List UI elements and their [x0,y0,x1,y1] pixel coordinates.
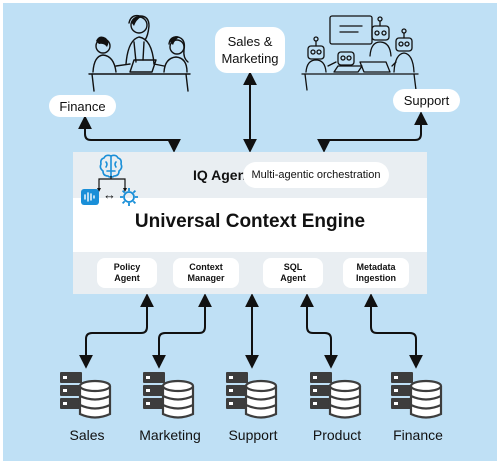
database-server-icon [60,372,112,419]
data-source-label: Support [228,427,278,443]
sales-source-connector [79,293,154,369]
sales-marketing-node: Sales & Marketing [215,27,285,73]
finance-source-connector [364,293,423,369]
finance-connector [78,115,181,153]
support-node: Support [393,89,460,112]
data-source-label: Product [312,427,362,443]
data-source-label: Finance [393,427,443,443]
database-server-icon [143,372,195,419]
audio-wave-icon [81,189,99,205]
database-server-icon [310,372,362,419]
marketing-source-connector [152,293,212,369]
flow-lines [97,176,127,192]
robots-team-illustration [301,15,419,91]
product-source-connector [300,293,338,369]
database-server-icon [226,372,278,419]
module-policy-agent: Policy Agent [97,258,157,288]
bidirectional-arrow-icon: ↔ [103,187,116,202]
iq-agent-label: IQ Agent [193,167,251,183]
module-context-manager: Context Manager [173,258,239,288]
support-connector [317,111,428,153]
orchestration-pill: Multi-agentic orchestration [243,162,389,188]
database-server-icon [391,372,443,419]
gear-icon [120,188,138,206]
people-team-illustration [88,14,191,92]
data-source-label: Marketing [139,427,201,443]
engine-title: Universal Context Engine [134,211,366,232]
module-metadata-ingestion: Metadata Ingestion [343,258,409,288]
finance-node: Finance [49,95,116,117]
universal-context-engine: ↔ IQ Agent Multi-agentic orchestration U… [73,152,427,294]
module-sql-agent: SQL Agent [263,258,323,288]
data-source-label: Sales [69,427,105,443]
brain-icon [99,154,123,178]
